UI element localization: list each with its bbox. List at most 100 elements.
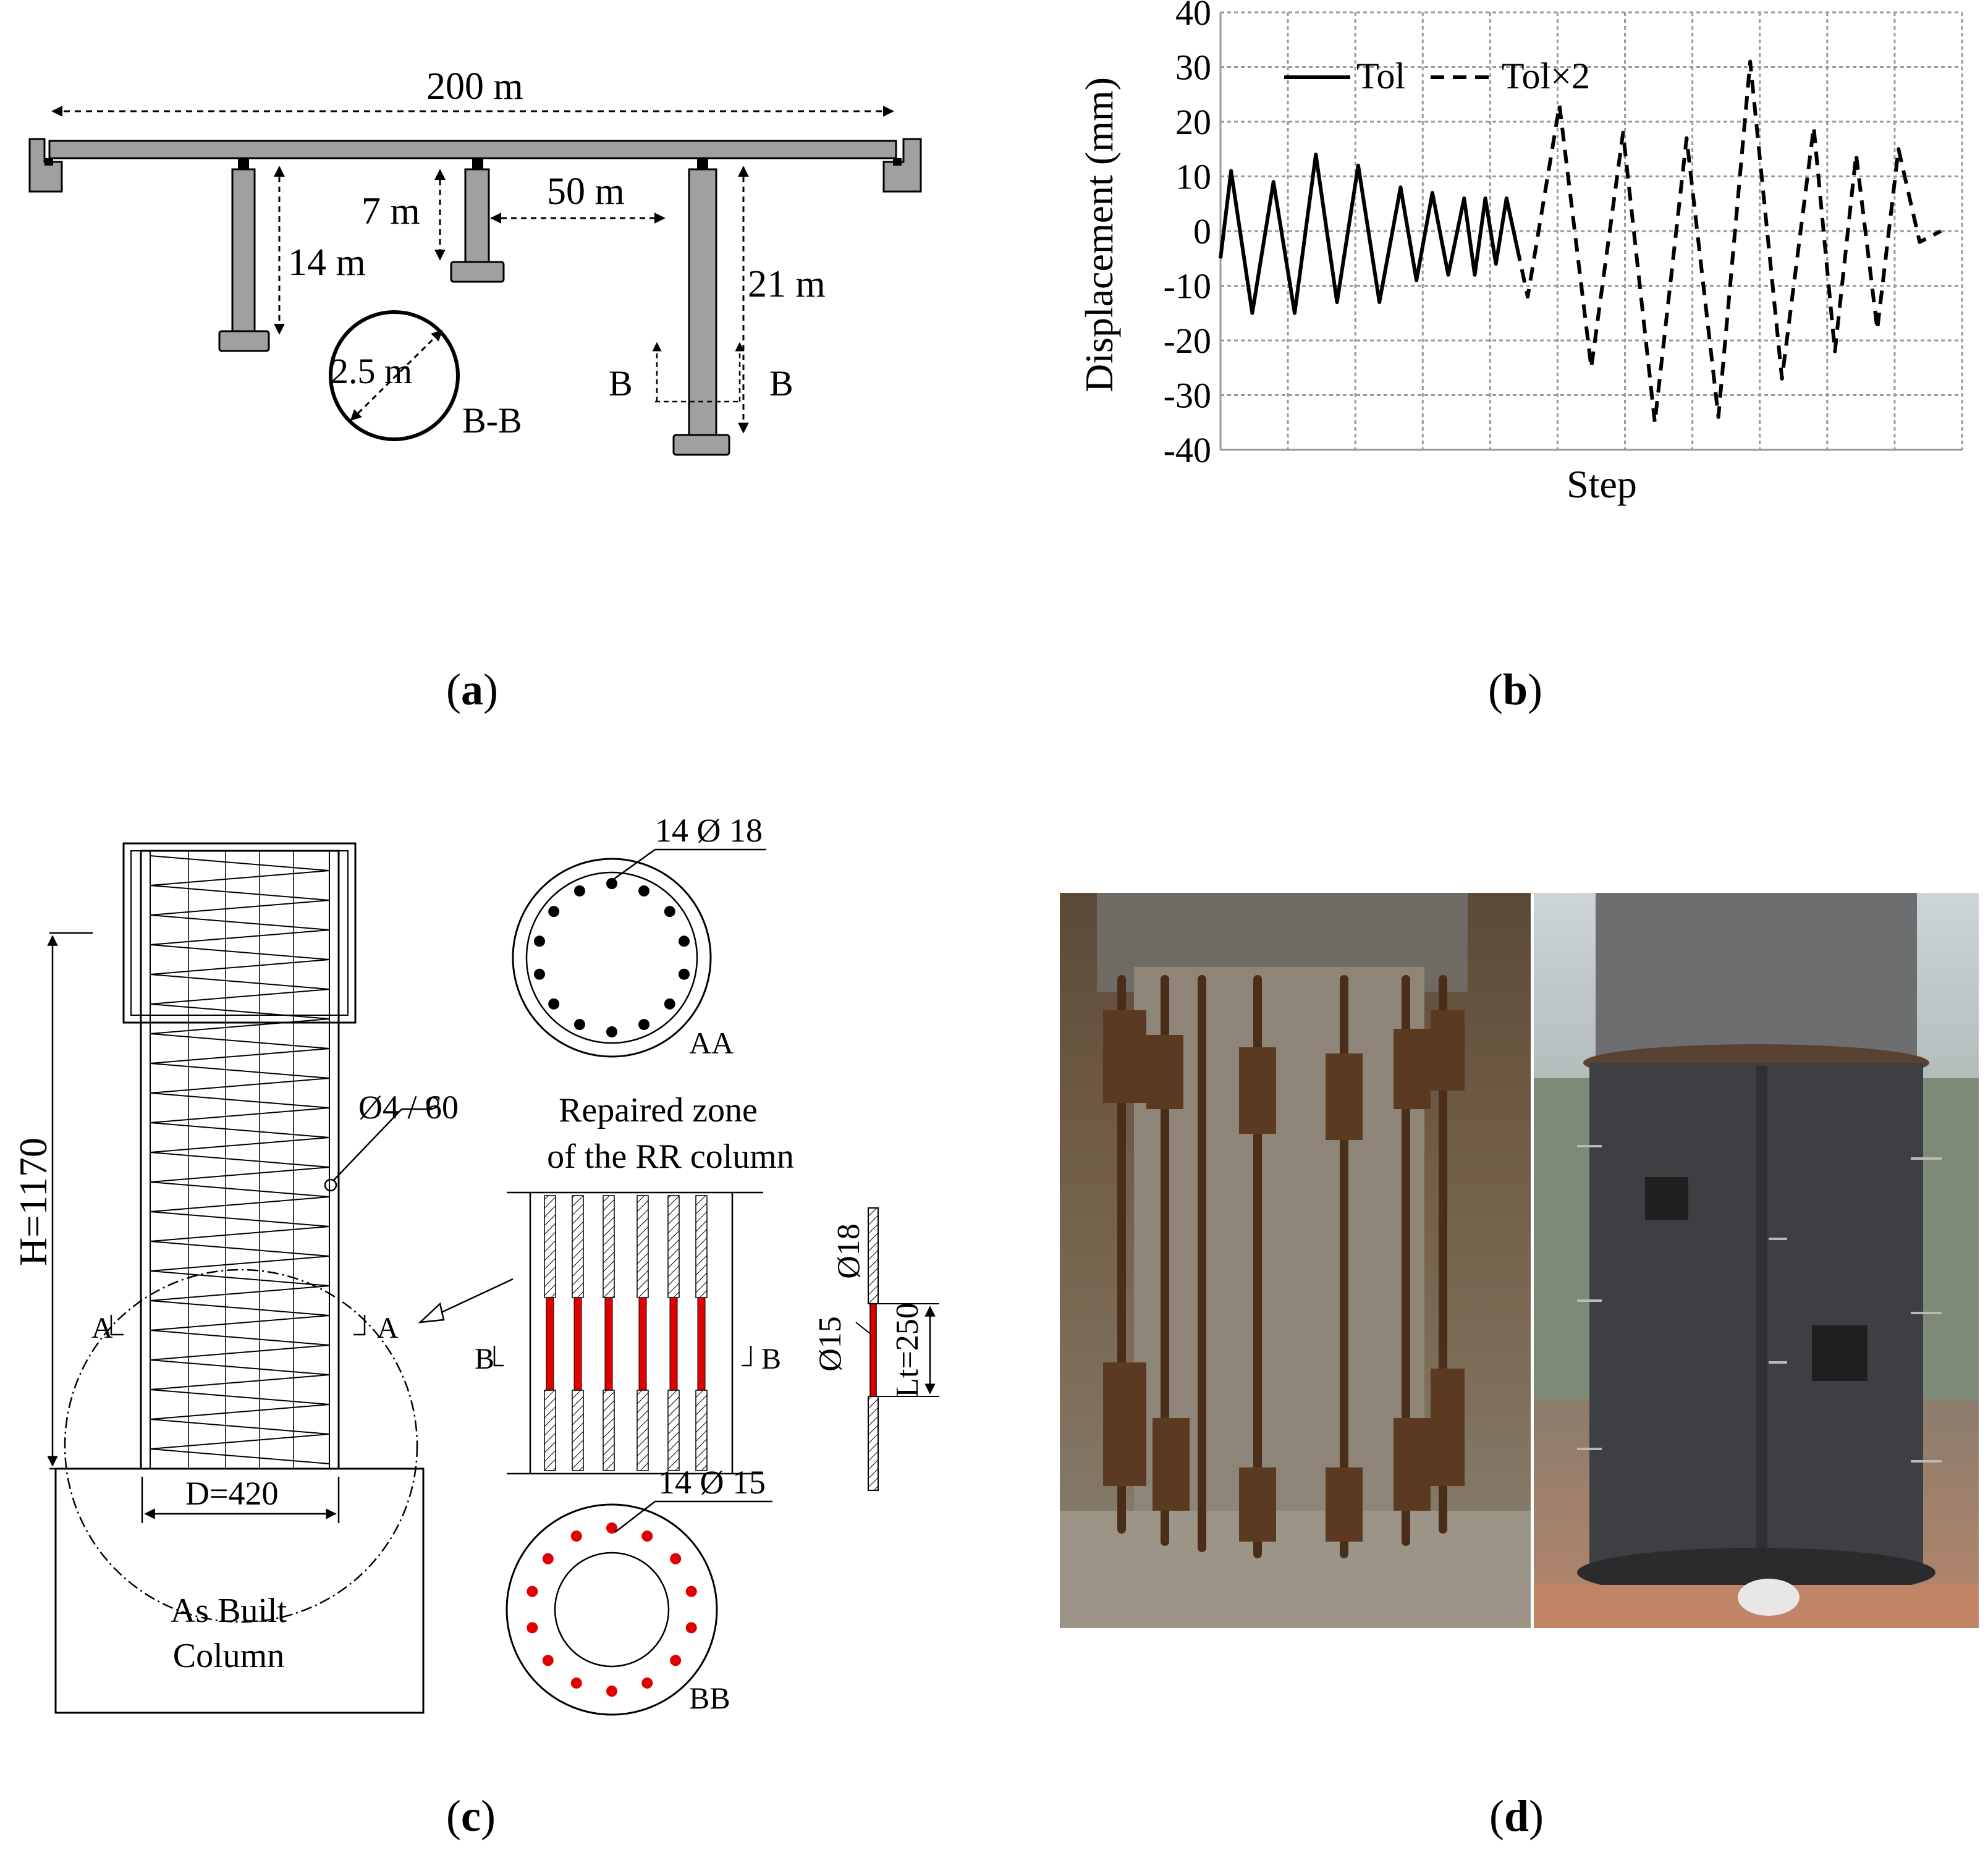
repair-bar <box>667 1195 680 1471</box>
repair-rebar-dot <box>641 1677 653 1689</box>
series-line-2 <box>1515 59 1942 424</box>
section-aa-label: AA <box>689 1026 734 1060</box>
bridge-deck <box>48 140 897 159</box>
repair-rebar-dot <box>606 1522 617 1534</box>
pier-3-column <box>688 168 717 437</box>
rebar-dot <box>573 885 585 897</box>
repaired-zone-line1: Repaired zone <box>559 1091 758 1129</box>
y-tick-label: 30 <box>1175 48 1211 88</box>
legend-entry-tol-x2: Tol×2 <box>1502 56 1590 96</box>
section-aa-rebars <box>534 878 690 1037</box>
reduced-bar-segment <box>869 1303 877 1397</box>
section-cut-right-label: B <box>769 363 793 403</box>
section-diameter-label: 2.5 m <box>331 351 412 391</box>
chart-series-group <box>1219 59 1942 424</box>
repair-rebar-dot <box>570 1677 582 1689</box>
repair-bar <box>544 1195 556 1471</box>
section-cut-left-label: B <box>609 363 633 403</box>
rebar-dot <box>534 935 546 947</box>
rebar-dot <box>534 968 546 980</box>
stirrup-label: Ø4 / 60 <box>358 1089 459 1126</box>
pier-1-column <box>231 168 256 332</box>
caption-c: (c) <box>446 1791 496 1841</box>
repair-rebar-dot <box>527 1585 538 1597</box>
detail-circle <box>64 1269 418 1623</box>
repair-bar <box>603 1195 615 1471</box>
section-bb-rebars <box>527 1522 697 1697</box>
as-built-label-line2: Column <box>173 1637 284 1675</box>
repaired-zone-line2: of the RR column <box>547 1138 794 1176</box>
section-a-left-label: A <box>91 1312 113 1345</box>
chart-grid <box>1219 11 1963 451</box>
section-bb-bars-label: 14 Ø 15 <box>658 1464 766 1501</box>
rebar-dot <box>678 935 690 947</box>
rebar-dot <box>573 1019 585 1031</box>
section-bb-label: B-B <box>462 400 522 441</box>
repair-rebar-dot <box>570 1530 582 1542</box>
photo-steel-jacket <box>1534 893 1979 1628</box>
repair-rebar-dot <box>685 1622 697 1634</box>
rebar-dot <box>664 998 675 1010</box>
caption-d: (d) <box>1489 1791 1544 1841</box>
section-a-right-label: A <box>377 1312 399 1345</box>
rebar-dot <box>664 906 675 918</box>
repair-rebar-dot <box>670 1655 682 1666</box>
rebar-dot <box>638 1019 650 1031</box>
pier-2-footing <box>450 261 505 283</box>
repair-bar <box>695 1195 708 1471</box>
column-footing <box>54 1467 425 1714</box>
series-line-1 <box>1219 153 1519 315</box>
repair-rebar-dot <box>641 1530 653 1542</box>
repair-rebar-dot <box>685 1585 697 1597</box>
section-b-left-label: B <box>475 1343 494 1375</box>
repaired-zone-bars <box>544 1195 708 1471</box>
y-tick-label: -10 <box>1164 266 1211 306</box>
column-top-stub <box>122 842 357 1024</box>
chart-x-axis-label: Step <box>1567 462 1637 506</box>
column-height-label: H=1170 <box>11 1138 55 1266</box>
pier-2-column <box>464 168 490 264</box>
caption-a: (a) <box>446 665 498 714</box>
caption-b: (b) <box>1488 665 1543 714</box>
bar-length-label: Lt=250 <box>890 1302 925 1398</box>
as-built-label-line1: As Built <box>171 1592 287 1630</box>
bar-reduced-diameter-label: Ø15 <box>813 1316 848 1372</box>
column-stirrups <box>150 851 330 1469</box>
rebar-dot <box>638 885 650 897</box>
bridge-elevation-diagram: 200 m 14 m 7 m 50 m 21 m B B 2.5 m B-B <box>28 65 922 456</box>
pier-3-footing <box>672 434 730 456</box>
section-bb-outer <box>505 1503 718 1716</box>
repair-rebar-dot <box>542 1655 554 1666</box>
y-tick-label: -30 <box>1164 376 1211 416</box>
span-label: 200 m <box>426 65 523 108</box>
right-abutment <box>882 138 922 193</box>
pier-1-footing <box>218 330 270 352</box>
y-tick-label: 10 <box>1175 157 1211 197</box>
column-detail-drawing: H=1170 Ø4 / 60 A A D=420 As Built Column… <box>11 812 939 1716</box>
section-aa-outer <box>512 858 712 1058</box>
repair-rebar-dot <box>606 1686 617 1697</box>
y-tick-label: -40 <box>1164 430 1211 470</box>
pier-3-height-label: 21 m <box>748 263 826 305</box>
repair-bar <box>572 1195 584 1471</box>
rebar-dot <box>606 878 617 889</box>
pier-spacing-label: 50 m <box>547 171 625 213</box>
bar-top-diameter-label: Ø18 <box>831 1223 866 1279</box>
repair-rebar-dot <box>527 1622 538 1634</box>
chart-legend: Tol Tol×2 <box>1284 56 1590 96</box>
y-tick-label: -20 <box>1164 321 1211 361</box>
rebar-dot <box>548 998 560 1010</box>
pier-2-height-label: 7 m <box>362 190 420 232</box>
chart-y-axis-label: Displacement (mm) <box>1077 77 1121 392</box>
rebar-dot <box>548 906 560 918</box>
pier-1-height-label: 14 m <box>288 242 366 284</box>
column-diameter-label: D=420 <box>185 1475 278 1512</box>
legend-entry-tol: Tol <box>1356 56 1405 96</box>
y-tick-label: 0 <box>1193 211 1211 251</box>
repair-rebar-dot <box>542 1553 554 1564</box>
photo-rebar-repair <box>1060 893 1531 1628</box>
stirrup-zigzag <box>150 855 330 1464</box>
rebar-dot <box>606 1026 617 1037</box>
